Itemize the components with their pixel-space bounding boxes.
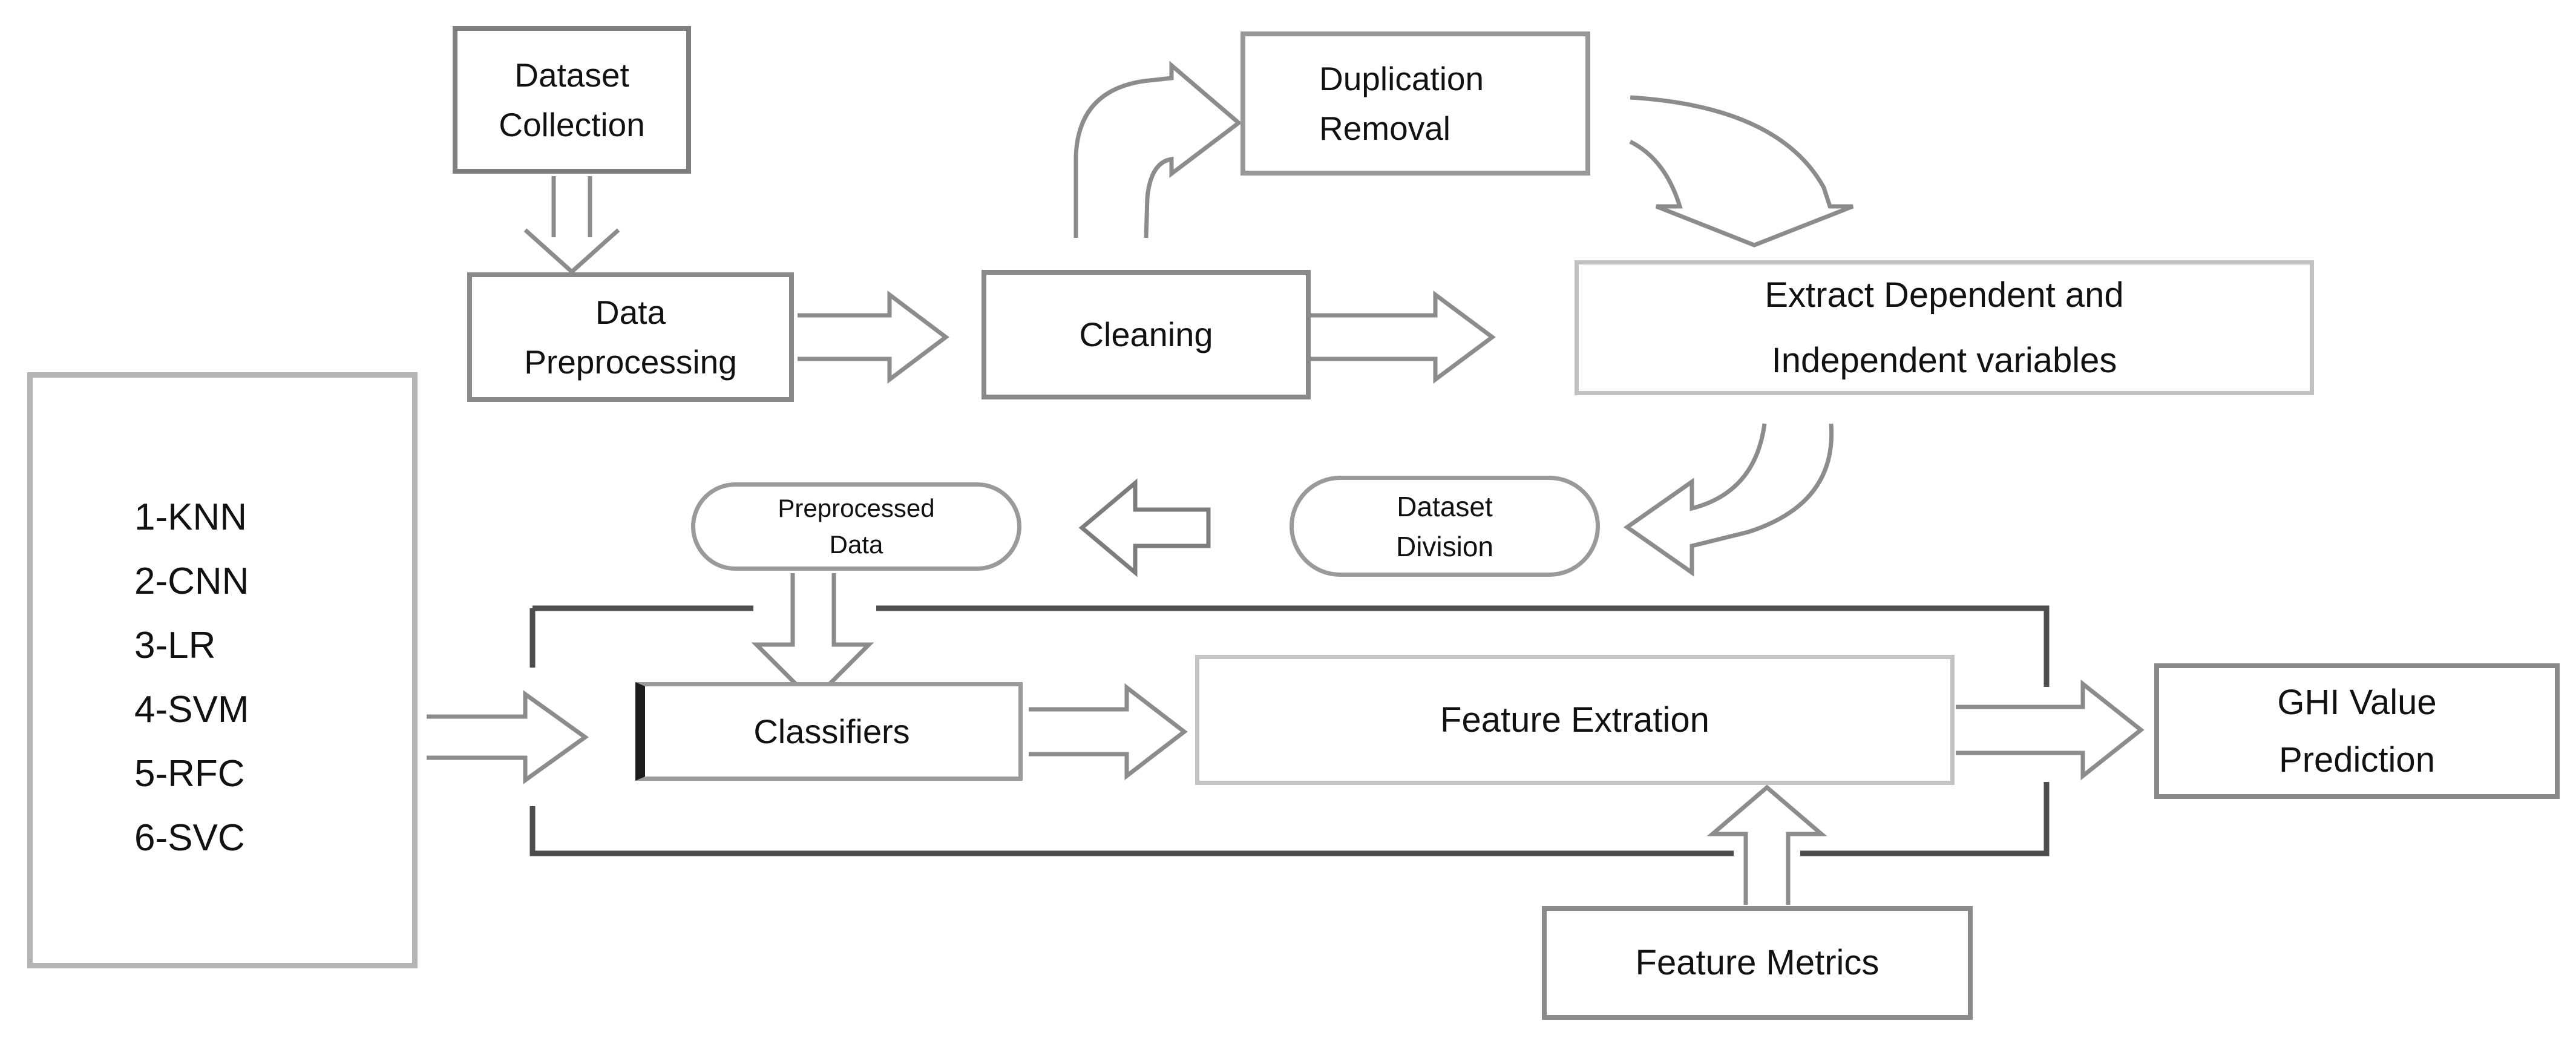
node-label: Classifiers bbox=[753, 712, 910, 750]
node-label: Division bbox=[1395, 530, 1494, 562]
model-list-item: 3-LR bbox=[134, 625, 216, 666]
node-label: Data bbox=[595, 294, 666, 331]
arrow-cleaning-to-duplication bbox=[1073, 61, 1242, 238]
node-ghi-value-prediction: GHI Value Prediction bbox=[2154, 663, 2560, 799]
arrow-feature-to-ghi bbox=[1956, 679, 2145, 781]
node-label: Preprocessing bbox=[524, 343, 737, 381]
model-list-item: 5-RFC bbox=[134, 753, 245, 795]
node-label: Independent variables bbox=[1771, 340, 2117, 380]
node-label: Collection bbox=[499, 106, 645, 143]
node-cleaning: Cleaning bbox=[982, 270, 1311, 399]
node-label: Feature Extration bbox=[1440, 700, 1709, 740]
arrow-models-to-classifiers bbox=[427, 690, 589, 784]
arrow-preprocessing-to-cleaning bbox=[798, 290, 949, 384]
model-list-item: 2-CNN bbox=[134, 560, 249, 602]
arrow-duplication-to-extract bbox=[1629, 95, 1854, 248]
node-dataset-division: Dataset Division bbox=[1290, 476, 1600, 577]
node-label: Cleaning bbox=[1079, 315, 1213, 353]
arrow-extract-to-division bbox=[1623, 423, 1834, 577]
node-feature-extraction: Feature Extration bbox=[1195, 655, 1955, 785]
arrow-division-to-preprocessed bbox=[1078, 478, 1211, 577]
arrow-collection-to-preprocessing-shaft bbox=[551, 176, 592, 237]
node-label: Prediction bbox=[2279, 740, 2435, 780]
arrow-metrics-to-feature bbox=[1706, 784, 1827, 905]
node-label: Preprocessed bbox=[778, 494, 935, 522]
node-classifiers: Classifiers bbox=[635, 682, 1023, 781]
node-label: Dataset bbox=[1397, 490, 1493, 522]
node-dataset-collection: Dataset Collection bbox=[453, 26, 691, 174]
node-extract-variables: Extract Dependent and Independent variab… bbox=[1575, 260, 2314, 395]
model-list-box: 1-KNN 2-CNN 3-LR 4-SVM 5-RFC 6-SVC bbox=[27, 372, 418, 968]
node-label: Feature Metrics bbox=[1635, 943, 1880, 982]
node-data-preprocessing: Data Preprocessing bbox=[467, 272, 794, 402]
node-label: Extract Dependent and bbox=[1765, 275, 2124, 315]
model-list-item: 4-SVM bbox=[134, 689, 249, 731]
node-label: Removal bbox=[1319, 110, 1451, 147]
node-label: Dataset bbox=[514, 56, 629, 94]
node-label: Data bbox=[829, 530, 883, 559]
model-list-item: 6-SVC bbox=[134, 817, 245, 859]
arrow-collection-to-preprocessing-head bbox=[523, 228, 620, 275]
node-duplication-removal: Duplication Removal bbox=[1240, 31, 1590, 176]
node-feature-metrics: Feature Metrics bbox=[1542, 906, 1973, 1020]
node-label: Duplication bbox=[1319, 60, 1484, 97]
node-label: GHI Value bbox=[2277, 683, 2437, 722]
arrow-classifiers-to-feature bbox=[1029, 683, 1188, 781]
model-list-item: 1-KNN bbox=[134, 496, 247, 538]
classifier-container-rect bbox=[529, 605, 2050, 856]
arrow-cleaning-to-extract bbox=[1311, 291, 1496, 384]
node-preprocessed-data: Preprocessed Data bbox=[691, 482, 1021, 571]
